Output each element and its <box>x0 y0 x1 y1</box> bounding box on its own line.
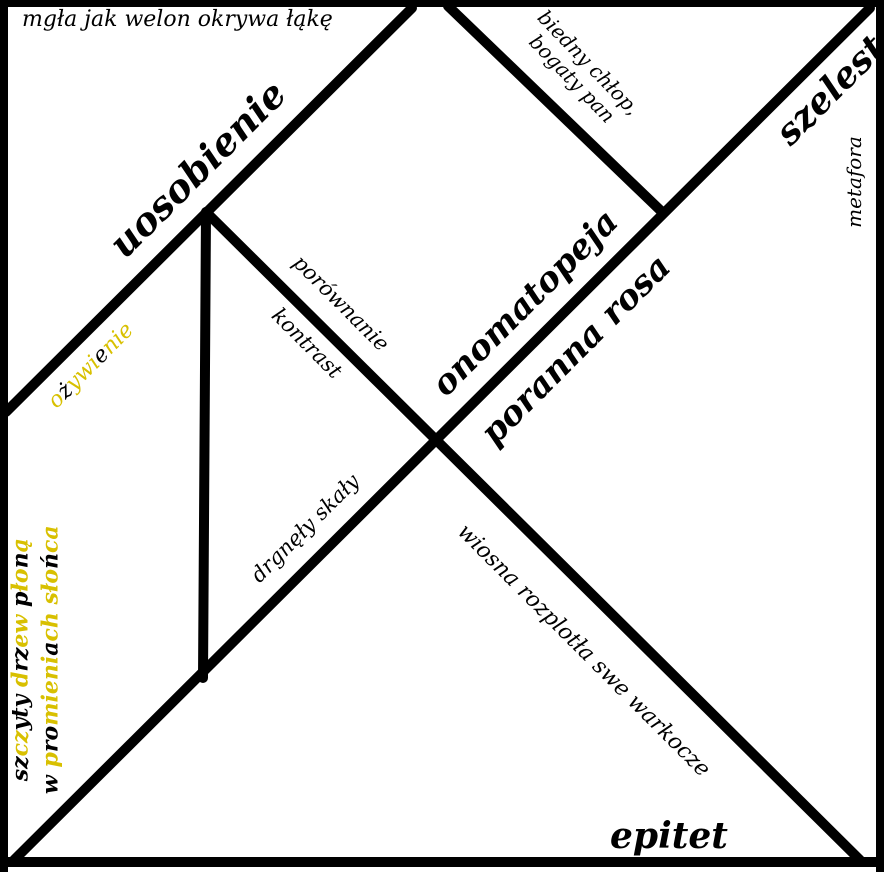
vertical-divider-line <box>198 207 211 683</box>
label-szczyty-drzew: szczyty drzew płoną w promieniach słońca <box>7 525 66 794</box>
main-diagonal-line <box>9 3 875 865</box>
upper-right-diagonal-line <box>443 1 665 215</box>
label-mgla-jak-welon: mgła jak welon okrywa łąkę <box>22 7 333 32</box>
szczyty-line-2: w promieniach słońca <box>37 525 64 795</box>
szczyty-line-1: szczyty drzew płoną <box>7 538 34 782</box>
label-metafora: metafora <box>841 136 866 228</box>
label-epitet: epitet <box>610 815 728 857</box>
cross-diagonal-line <box>201 207 865 865</box>
